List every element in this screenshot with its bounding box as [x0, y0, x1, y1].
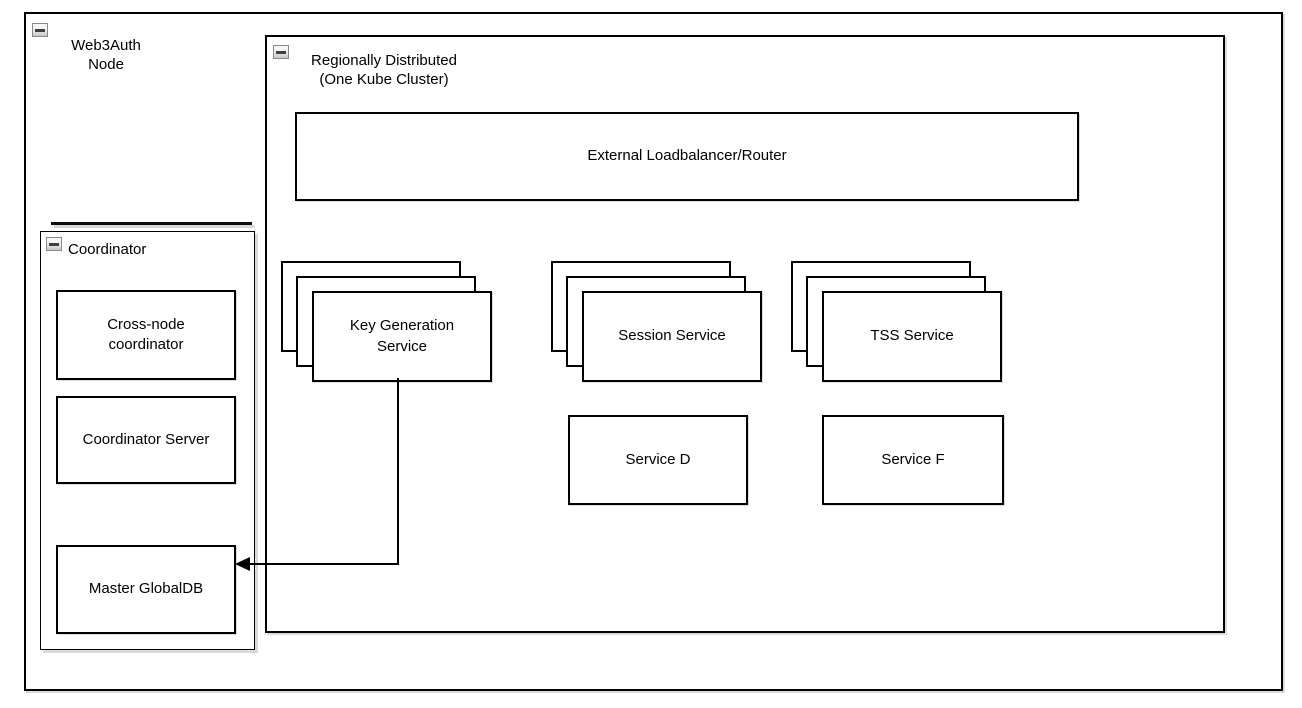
minus-icon [276, 50, 286, 54]
web3auth-node-title-line2: Node [88, 56, 124, 73]
minus-icon [35, 28, 45, 32]
master-globaldb-label: Master GlobalDB [88, 580, 204, 598]
node-service-d[interactable]: Service D [568, 415, 748, 505]
container-coordinator[interactable]: Coordinator Cross-node coordinator Coord… [40, 231, 255, 650]
regionally-distributed-title: Regionally Distributed (One Kube Cluster… [291, 51, 477, 89]
node-session-service[interactable]: Session Service [582, 291, 762, 382]
minus-icon [49, 242, 59, 246]
node-tss-service[interactable]: TSS Service [822, 291, 1002, 382]
container-regionally-distributed[interactable]: Regionally Distributed (One Kube Cluster… [265, 35, 1225, 633]
node-key-generation-service[interactable]: Key Generation Service [312, 291, 492, 382]
collapse-minus-icon[interactable] [46, 237, 62, 251]
session-service-label: Session Service [618, 327, 726, 345]
coordinator-title: Coordinator [68, 240, 146, 259]
node-coordinator-server[interactable]: Coordinator Server [56, 396, 236, 484]
node-service-f[interactable]: Service F [822, 415, 1004, 505]
coordinator-top-accent [51, 222, 252, 225]
node-cross-node-coordinator[interactable]: Cross-node coordinator [56, 290, 236, 380]
service-f-label: Service F [881, 450, 945, 468]
key-generation-service-label: Key Generation Service [349, 317, 455, 355]
collapse-minus-icon[interactable] [273, 45, 289, 59]
external-loadbalancer-label: External Loadbalancer/Router [587, 147, 787, 165]
regionally-distributed-title-line2: (One Kube Cluster) [319, 71, 449, 88]
node-master-globaldb[interactable]: Master GlobalDB [56, 545, 236, 634]
stack-session-service: Session Service [551, 261, 763, 383]
collapse-minus-icon[interactable] [32, 23, 48, 37]
container-web3auth-node[interactable]: Web3Auth Node Regionally Distributed (On… [24, 12, 1283, 691]
coordinator-title-text: Coordinator [68, 241, 147, 258]
regionally-distributed-title-line1: Regionally Distributed [311, 52, 457, 69]
coordinator-server-label: Coordinator Server [82, 430, 210, 448]
stack-tss-service: TSS Service [791, 261, 1003, 383]
web3auth-node-title-line1: Web3Auth [71, 37, 141, 54]
node-external-loadbalancer[interactable]: External Loadbalancer/Router [295, 112, 1079, 201]
service-d-label: Service D [625, 450, 691, 468]
web3auth-node-title: Web3Auth Node [40, 36, 172, 74]
tss-service-label: TSS Service [870, 327, 954, 345]
cross-node-coordinator-label: Cross-node coordinator [107, 315, 185, 353]
stack-key-generation-service: Key Generation Service [281, 261, 493, 383]
